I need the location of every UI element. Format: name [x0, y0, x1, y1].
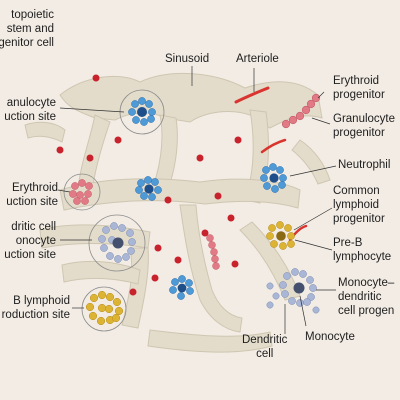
dendritic-site-ring	[88, 214, 146, 272]
leader-lines	[57, 66, 337, 334]
label-dendritic-cell: Dendritic cell	[242, 334, 288, 360]
label-arteriole: Arteriole	[236, 53, 279, 65]
granulocyte-cluster-2	[135, 176, 162, 201]
red-cell	[164, 196, 172, 204]
granulocyte-cluster	[128, 97, 156, 126]
label-monocyte: Monocyte	[305, 331, 355, 343]
label-erythroid-site: Erythroid uction site	[6, 182, 58, 208]
erythroid-chain	[206, 234, 220, 270]
red-cell	[129, 288, 137, 296]
red-cell	[214, 192, 222, 200]
label-b-lymphoid-site: B lymphoid roduction site	[1, 295, 70, 321]
neutrophil-cluster	[260, 163, 287, 193]
red-cell	[201, 229, 209, 237]
red-cell	[174, 256, 182, 264]
red-cell	[114, 136, 122, 144]
red-cell	[227, 214, 235, 222]
label-mdp: Monocyte– dendritic cell progen	[338, 277, 395, 317]
red-cell	[234, 136, 242, 144]
label-granulocyte-progenitor: Granulocyte progenitor	[333, 113, 396, 139]
label-hsc: topoietic stem and genitor cell	[0, 9, 54, 49]
label-granulocyte-site: anulocyte uction site	[4, 97, 56, 123]
red-cell	[151, 274, 159, 282]
erythroid-progenitor-cells	[281, 93, 321, 129]
label-erythroid-progenitor: Erythroid progenitor	[333, 75, 385, 101]
red-cell	[56, 146, 64, 154]
red-blood-cells	[56, 74, 242, 296]
red-cell	[154, 244, 162, 252]
arteriole-vessel	[234, 86, 270, 104]
label-sinusoid: Sinusoid	[165, 53, 210, 65]
blymphoid-cluster	[85, 290, 124, 326]
monocyte-cluster	[98, 222, 136, 263]
blymphoid-site-ring	[81, 286, 127, 332]
lymphoid-cluster-right	[266, 221, 295, 250]
label-dendritic-site: dritic cell onocyte uction site	[4, 221, 56, 261]
arteriole-vessel-2	[260, 138, 287, 154]
red-cell	[231, 260, 239, 268]
label-neutrophil: Neutrophil	[338, 159, 391, 171]
stromal-network	[24, 73, 331, 353]
label-preb: Pre-B lymphocyte	[333, 237, 392, 263]
erythroid-site-ring	[63, 173, 101, 211]
granulocyte-progenitor-core	[137, 107, 147, 117]
red-cell	[92, 74, 100, 82]
granulocyte-cluster-3	[169, 275, 194, 300]
erythroid-cluster	[69, 179, 93, 205]
red-cell	[86, 154, 94, 162]
red-cell	[196, 154, 204, 162]
mdp-cluster	[266, 268, 320, 314]
label-common-lymphoid-progenitor: Common lymphoid progenitor	[333, 185, 385, 225]
